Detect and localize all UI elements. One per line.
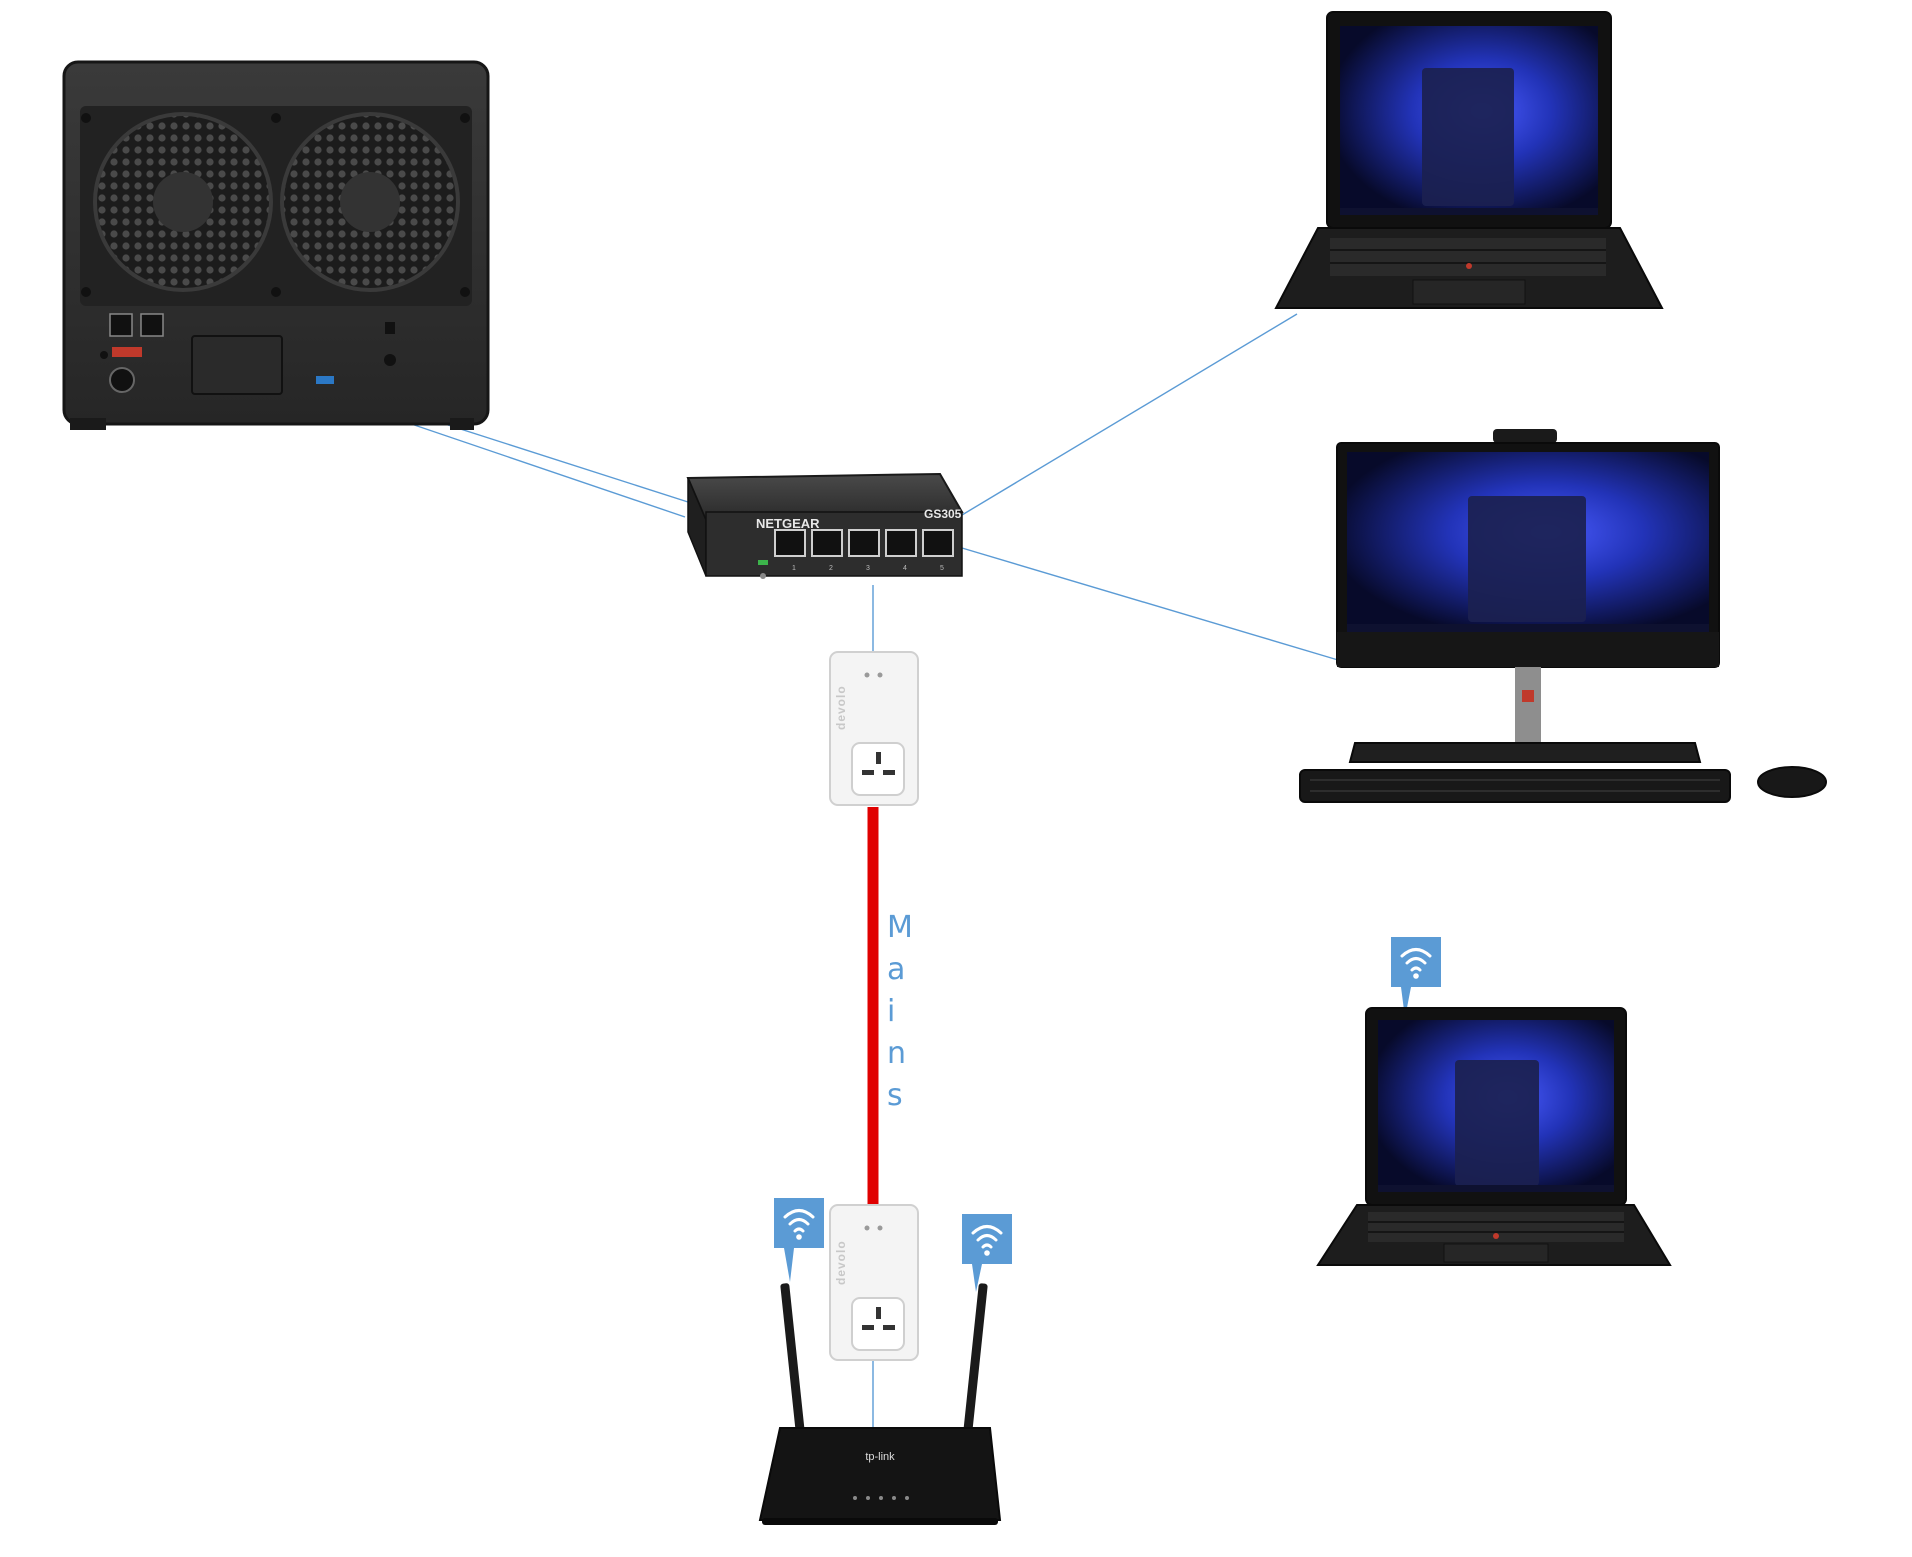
nas-lan-port-1 xyxy=(109,313,133,337)
svg-text:4: 4 xyxy=(903,565,907,572)
switch-ports xyxy=(774,529,954,557)
mouse xyxy=(1757,766,1827,798)
mains-label: M a i n s xyxy=(887,910,913,1113)
powerline-adapter-bottom: devolo xyxy=(829,1204,919,1361)
wifi-badge-router-left xyxy=(774,1198,824,1282)
svg-text:1: 1 xyxy=(792,565,796,572)
wifi-icon xyxy=(971,1225,1003,1249)
powerline-brand: devolo xyxy=(834,685,848,730)
switch-port-5 xyxy=(922,529,954,557)
link-switch-to-laptop-top xyxy=(961,313,1298,516)
laptop-wireless xyxy=(1316,1007,1672,1266)
mains-letter: i xyxy=(887,994,895,1029)
wifi-icon xyxy=(783,1209,815,1233)
switch-port-1 xyxy=(774,529,806,557)
link-switch-to-desktop xyxy=(961,547,1339,661)
nas-device xyxy=(62,60,490,430)
keyboard xyxy=(1299,769,1731,803)
switch-port-2 xyxy=(811,529,843,557)
switch-port-3 xyxy=(848,529,880,557)
switch-brand: NETGEAR xyxy=(756,516,820,531)
webcam xyxy=(1493,429,1557,443)
svg-text:3: 3 xyxy=(866,565,870,572)
wifi-router: tp-link xyxy=(758,1283,1002,1525)
laptop-wired xyxy=(1274,11,1664,309)
svg-text:2: 2 xyxy=(829,565,833,572)
router-antenna-right xyxy=(961,1283,988,1453)
nas-lan-port-2 xyxy=(140,313,164,337)
powerline-brand: devolo xyxy=(834,1240,848,1285)
mains-letter: M xyxy=(887,910,913,945)
mains-letter: a xyxy=(887,952,905,987)
wifi-badge-laptop xyxy=(1391,937,1441,1018)
router-antenna-left xyxy=(780,1283,807,1453)
powerline-adapter-top: devolo xyxy=(829,651,919,806)
router-brand: tp-link xyxy=(865,1451,895,1463)
mains-letter: s xyxy=(887,1078,903,1113)
nas-power-socket xyxy=(109,367,135,393)
desktop-computer xyxy=(1299,429,1827,803)
wifi-icon xyxy=(1400,948,1432,972)
svg-text:5: 5 xyxy=(940,565,944,572)
switch-port-4 xyxy=(885,529,917,557)
mains-letter: n xyxy=(887,1036,906,1071)
switch-model: GS305 xyxy=(924,507,962,521)
network-switch: NETGEAR GS305 1 2 3 4 5 xyxy=(686,472,964,579)
wifi-badge-router-right xyxy=(962,1214,1012,1292)
